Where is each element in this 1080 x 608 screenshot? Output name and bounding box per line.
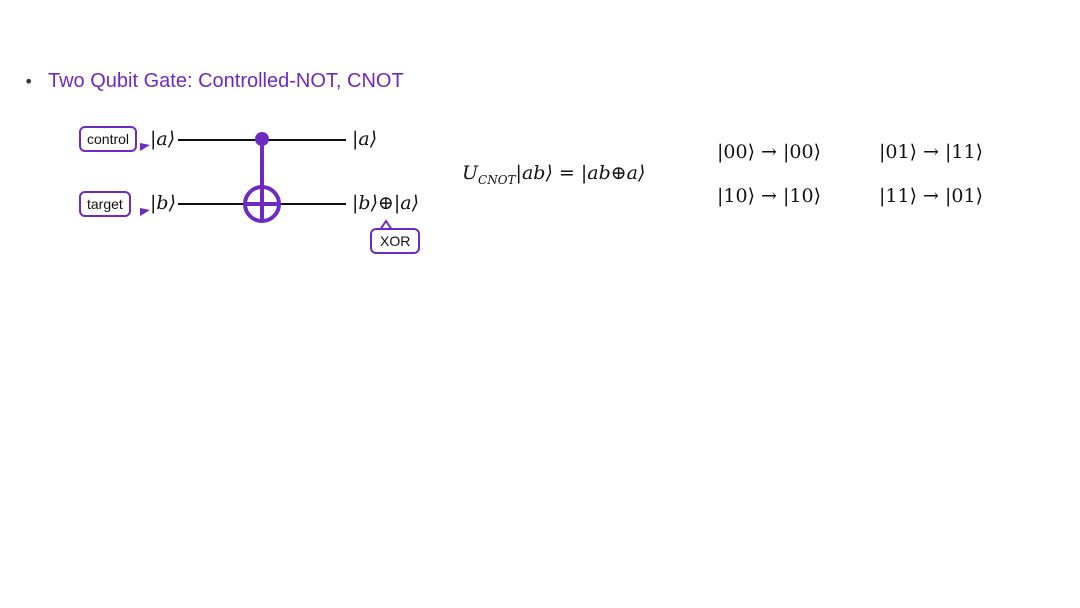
truth-row-11: |11⟩ → |01⟩	[879, 185, 983, 207]
bullet-row: • Two Qubit Gate: Controlled-NOT, CNOT	[24, 70, 404, 93]
control-callout-tail	[140, 143, 150, 151]
control-output-state: |a⟩	[352, 128, 378, 150]
control-callout: control	[79, 126, 138, 152]
target-label: target	[87, 196, 123, 212]
bullet-dot: •	[24, 72, 34, 91]
xor-label: XOR	[380, 233, 411, 249]
truth-row-10: |10⟩ → |10⟩	[717, 185, 821, 207]
cnot-equation: UCNOT|ab⟩ = |ab⊕a⟩	[462, 162, 645, 187]
target-output-state: |b⟩⊕|a⟩	[352, 192, 420, 214]
target-callout-tail	[140, 208, 150, 216]
target-input-state: |b⟩	[150, 192, 176, 214]
control-label: control	[87, 131, 130, 147]
truth-row-00: |00⟩ → |00⟩	[717, 141, 821, 163]
unitary-subscript: CNOT	[478, 173, 516, 187]
control-dot	[255, 132, 269, 146]
control-input-state: |a⟩	[150, 128, 176, 150]
equation-body: |ab⟩ = |ab⊕a⟩	[515, 162, 646, 184]
truth-row-01: |01⟩ → |11⟩	[879, 141, 983, 163]
target-callout: target	[79, 191, 131, 217]
unitary-symbol: U	[462, 162, 479, 184]
slide-title: Two Qubit Gate: Controlled-NOT, CNOT	[48, 70, 404, 92]
xor-callout: XOR	[370, 228, 421, 254]
